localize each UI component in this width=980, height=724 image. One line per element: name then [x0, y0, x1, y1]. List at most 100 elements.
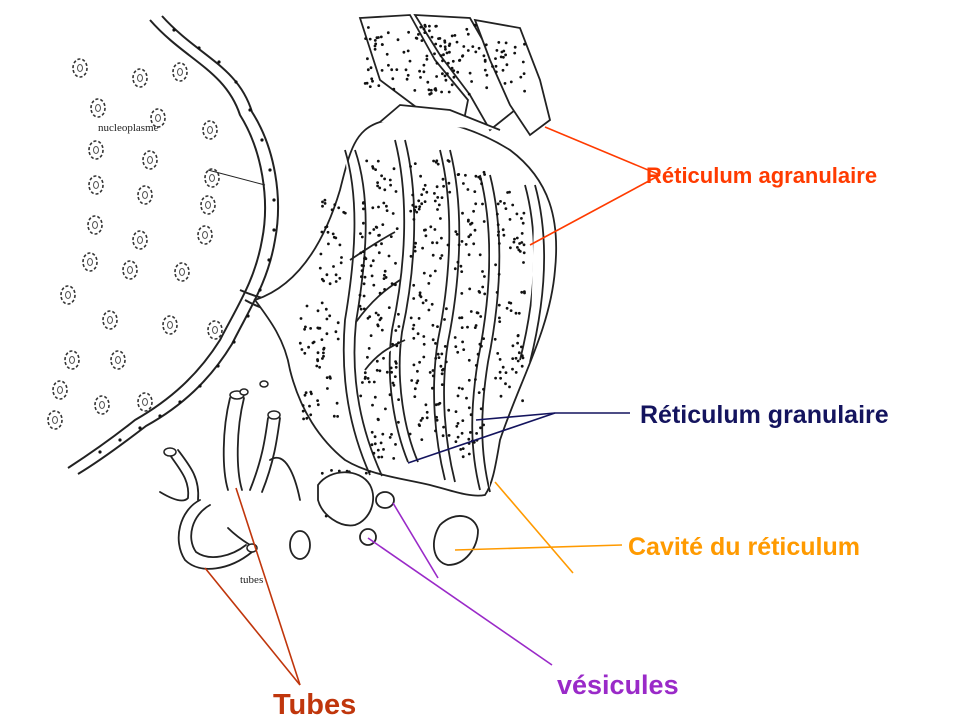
nucleoplasm-granule-core [213, 327, 218, 334]
ribosome-dot [396, 227, 399, 230]
ribosome-dot [418, 205, 421, 208]
ribosome-dot [301, 348, 304, 351]
ribosome-dot [381, 43, 384, 46]
ribosome-dot [380, 442, 383, 445]
ribosome-dot [390, 371, 393, 374]
ribosome-dot [299, 342, 302, 345]
ribosome-dot [515, 357, 518, 360]
ribosome-dot [523, 251, 526, 254]
ribosome-dot [469, 431, 472, 434]
ribosome-dot [395, 344, 398, 347]
ribosome-dot [419, 76, 422, 79]
ribosome-dot [303, 352, 306, 355]
ribosome-dot [324, 202, 327, 205]
ribosome-dot [398, 325, 401, 328]
ribosome-dot [440, 237, 443, 240]
envelope-ribosome [118, 438, 121, 441]
ribosome-dot [441, 72, 444, 75]
ribosome-dot [364, 37, 367, 40]
ribosome-dot [468, 288, 471, 291]
nucleoplasm-granule [91, 99, 105, 117]
ribosome-dot [390, 235, 393, 238]
ribosome-dot [451, 83, 454, 86]
ribosome-dot [502, 228, 505, 231]
ribosome-dot [465, 397, 468, 400]
nucleoplasm-granule [61, 286, 75, 304]
ribosome-dot [376, 323, 379, 326]
ribosome-dot [467, 33, 470, 36]
ribosome-dot [384, 408, 387, 411]
ribosome-dot [361, 236, 364, 239]
ribosome-dot [438, 204, 441, 207]
ribosome-dot [454, 230, 457, 233]
ribosome-dot [387, 64, 390, 67]
smooth-er-tubes [160, 398, 300, 569]
ribosome-dot [391, 343, 394, 346]
ribosome-dot [366, 356, 369, 359]
ribosome-dot [462, 455, 465, 458]
nucleoplasm-granule-core [108, 317, 113, 324]
nucleoplasm-granule-core [94, 182, 99, 189]
ribosome-dot [380, 174, 383, 177]
ribosome-dot [394, 360, 397, 363]
ribosome-dot [317, 309, 320, 312]
ribosome-dot [331, 208, 334, 211]
ribosome-dot [322, 352, 325, 355]
ribosome-dot [374, 45, 377, 48]
ribosome-dot [377, 314, 380, 317]
ribosome-dot [502, 69, 505, 72]
envelope-ribosome [178, 400, 181, 403]
ribosome-dot [405, 68, 408, 71]
nucleoplasm-granule [138, 393, 152, 411]
ribosome-dot [397, 341, 400, 344]
nucleoplasm-granule [205, 169, 219, 187]
envelope-ribosome [217, 60, 220, 63]
ribosome-dot [328, 314, 331, 317]
envelope-ribosomes [98, 28, 275, 453]
ribosome-dot [417, 33, 420, 36]
ribosome-dot [435, 159, 438, 162]
ribosome-dot [499, 358, 502, 361]
nucleoplasm-granule [133, 69, 147, 87]
ribosome-dot [515, 312, 518, 315]
nucleoplasm-granule-core [143, 192, 148, 199]
ribosome-dot [499, 371, 502, 374]
nucleoplasm-granule [163, 316, 177, 334]
ribosome-dot [377, 234, 380, 237]
ribosome-dot [505, 42, 508, 45]
ribosome-dot [426, 416, 429, 419]
nucleoplasm-granule [123, 261, 137, 279]
ribosome-dot [459, 448, 462, 451]
ribosome-dot [442, 53, 445, 56]
ribosome-dot [467, 438, 470, 441]
envelope-ribosome [260, 138, 263, 141]
nucleoplasm-granule-core [96, 105, 101, 112]
ribosome-dot [366, 57, 369, 60]
ribosome-dot [369, 232, 372, 235]
ribosome-dot [374, 442, 377, 445]
ribosome-dot [375, 312, 378, 315]
ribosome-dot [504, 382, 507, 385]
ribosome-dot [475, 432, 478, 435]
tubes-small-label: tubes [240, 574, 263, 586]
ribosome-dot [462, 45, 465, 48]
ribosome-dot [521, 232, 524, 235]
ribosome-dot [413, 364, 416, 367]
nucleoplasm-granule-core [168, 322, 173, 329]
nucleoplasm-granule-core [208, 127, 213, 134]
nucleoplasm-granule [95, 396, 109, 414]
ribosome-dot [321, 302, 324, 305]
ribosome-dot [518, 351, 521, 354]
nucleoplasm-granule-core [148, 157, 153, 164]
ribosome-dot [370, 66, 373, 69]
ribosome-dot [419, 291, 422, 294]
ribosome-dot [423, 31, 426, 34]
ribosome-dot [504, 82, 507, 85]
ribosome-dot [376, 185, 379, 188]
nucleoplasm-granule [89, 141, 103, 159]
ribosome-dot [371, 431, 374, 434]
ribosome-dot [327, 243, 330, 246]
ribosome-dot [495, 71, 498, 74]
vesicle-ribosome-dot [330, 469, 333, 472]
